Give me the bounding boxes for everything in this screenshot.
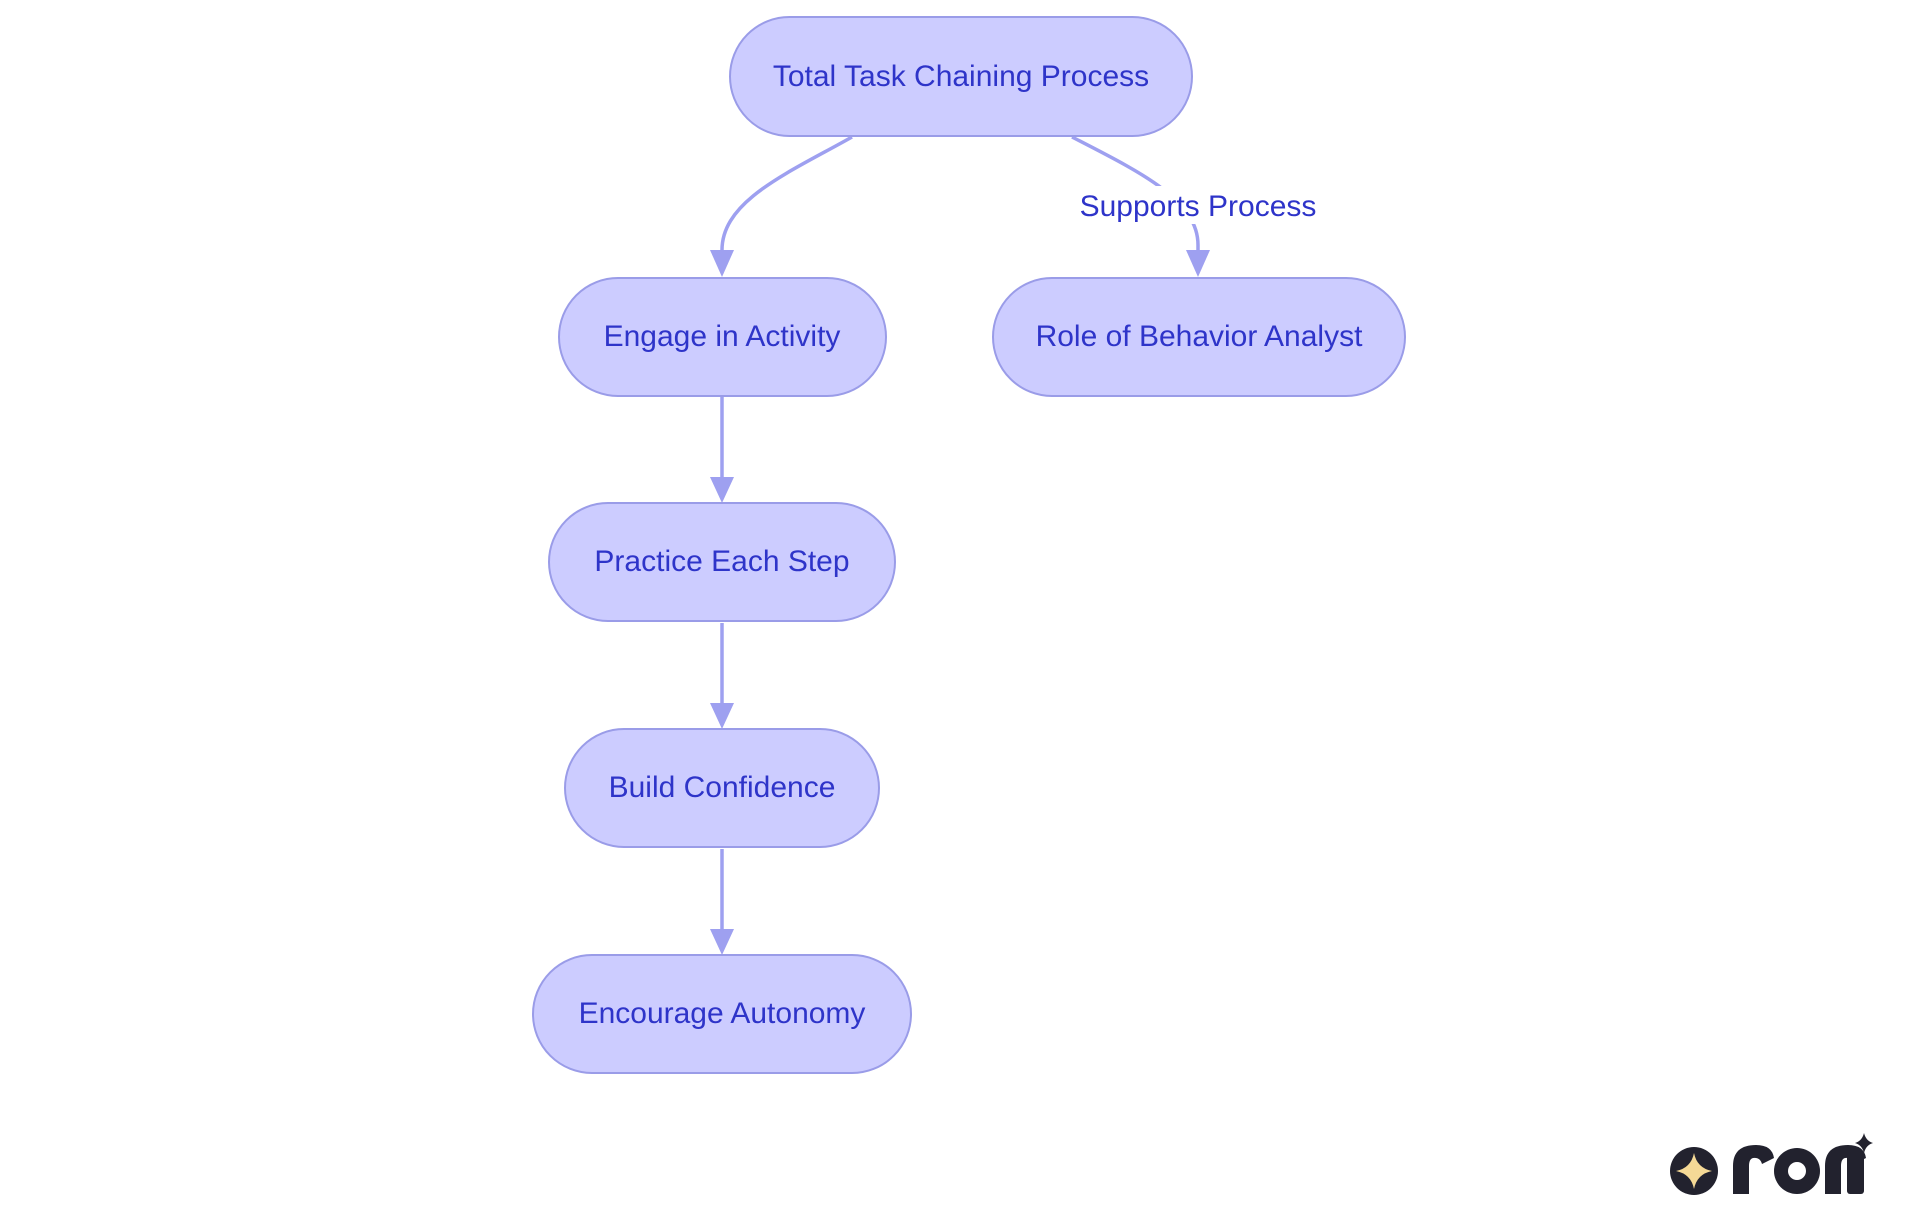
node-total-task-chaining-process: Total Task Chaining Process [729,16,1193,137]
logo-sparkle-icon [1676,1153,1712,1189]
edge-label-supports-process: Supports Process [1080,190,1317,223]
arrowhead-autonomy [710,929,734,955]
node-engage-in-activity: Engage in Activity [558,277,887,397]
rori-logo [1670,1133,1873,1195]
arrowhead-practice [710,477,734,503]
node-role-of-behavior-analyst: Role of Behavior Analyst [992,277,1406,397]
node-label: Build Confidence [609,771,836,804]
logo-letter-r-icon [1733,1145,1774,1194]
node-build-confidence: Build Confidence [564,728,880,848]
edge-label-background [1078,186,1318,224]
node-label: Encourage Autonomy [579,997,866,1030]
node-label: Practice Each Step [594,545,849,578]
logo-letter-o-counter [1788,1162,1806,1180]
node-label: Role of Behavior Analyst [1036,320,1364,353]
node-label: Total Task Chaining Process [773,60,1149,93]
node-encourage-autonomy: Encourage Autonomy [532,954,912,1074]
logo-letter-i-icon [1847,1153,1864,1194]
edge-total-to-engage [720,135,853,264]
arrowhead-confidence [710,703,734,729]
node-practice-each-step: Practice Each Step [548,502,896,622]
arrowhead-engage [710,250,734,277]
arrowhead-role [1186,250,1210,277]
node-label: Engage in Activity [604,320,841,353]
logo-small-sparkle-icon [1855,1133,1873,1153]
